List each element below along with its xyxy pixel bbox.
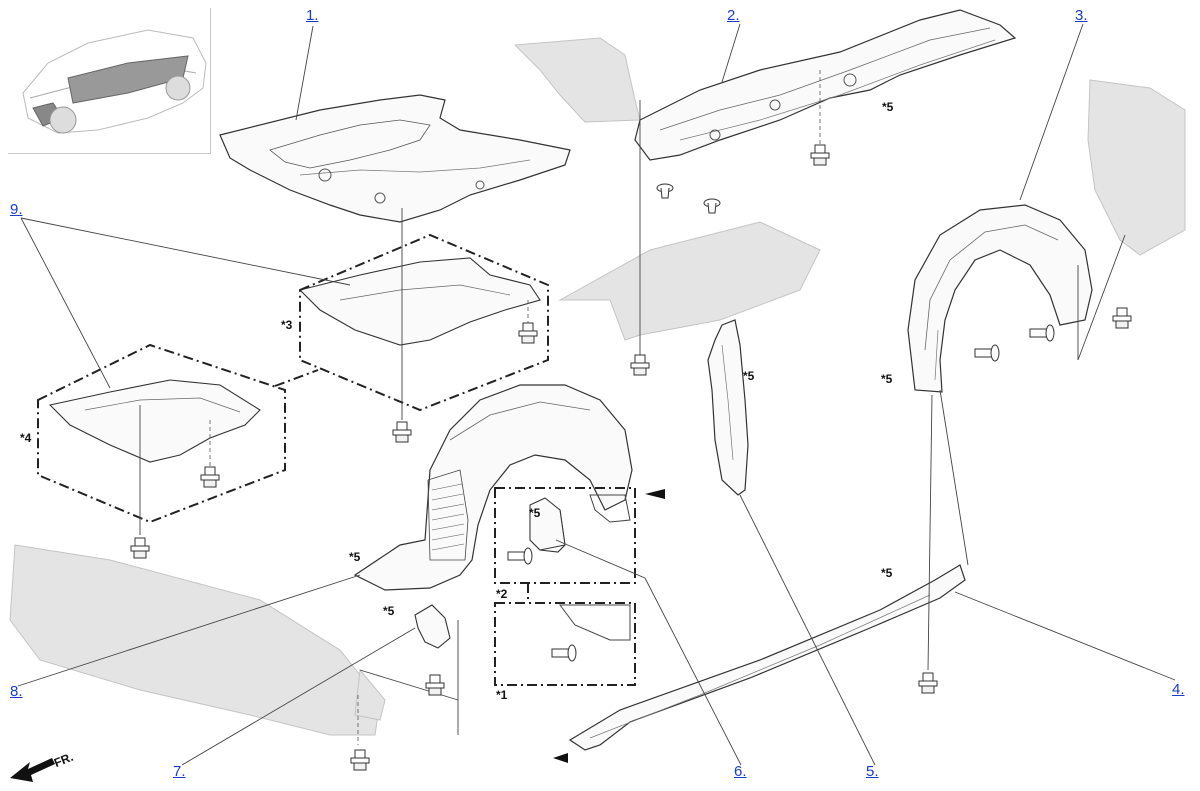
ghost-context	[9, 37, 1186, 736]
note-5: *5	[529, 506, 541, 520]
note-5: *5	[383, 604, 395, 618]
callout-3[interactable]: 3.	[1075, 7, 1088, 24]
bolt-icon	[630, 354, 650, 376]
bolt-icon	[130, 537, 150, 559]
note-5: *5	[349, 550, 361, 564]
screw-icon	[974, 344, 1000, 362]
inset-detail-1	[551, 604, 631, 662]
arrow-markers	[553, 489, 665, 763]
note-5: *5	[881, 566, 893, 580]
part-1-front-under-cover[interactable]	[219, 94, 571, 223]
clip-icon	[703, 198, 721, 214]
note-3: *3	[281, 318, 293, 332]
callout-6[interactable]: 6.	[734, 763, 747, 780]
screw-icon	[1029, 324, 1055, 342]
note-4: *4	[20, 431, 32, 445]
clip-icon	[656, 183, 674, 199]
bolt-icon	[392, 421, 412, 443]
part-3-rear-fender-liner[interactable]	[907, 204, 1093, 393]
part-4-side-sill-cover[interactable]	[568, 564, 966, 751]
bolt-icon	[200, 466, 220, 488]
callout-8[interactable]: 8.	[10, 683, 23, 700]
note-2: *2	[496, 587, 508, 601]
bolt-icon	[350, 749, 370, 771]
bolt-icon	[918, 672, 938, 694]
front-arrow-icon	[10, 758, 55, 782]
callout-1[interactable]: 1.	[306, 7, 319, 24]
part-9-engine-under-cover-b[interactable]	[48, 379, 261, 463]
dashed-alignment-lines	[209, 70, 821, 745]
callout-2[interactable]: 2.	[727, 7, 740, 24]
part-8-front-fender-liner[interactable]	[353, 384, 633, 591]
detail-boxes	[37, 233, 636, 686]
part-2-floor-under-cover[interactable]	[634, 9, 1017, 161]
bolt-icon	[1112, 307, 1132, 329]
part-9-engine-under-cover-a[interactable]	[298, 257, 541, 346]
bolt-icon	[518, 322, 538, 344]
callout-5[interactable]: 5.	[866, 763, 879, 780]
note-5: *5	[882, 100, 894, 114]
note-5: *5	[881, 372, 893, 386]
leader-lines	[17, 23, 1176, 766]
bolt-icon	[425, 674, 445, 696]
part-5-splash-guard[interactable]	[707, 319, 749, 496]
vehicle-locator-thumbnail	[8, 8, 211, 154]
bolt-icon	[810, 144, 830, 166]
inset-detail-2	[507, 494, 631, 565]
callout-7[interactable]: 7.	[173, 763, 186, 780]
callout-9[interactable]: 9.	[10, 201, 23, 218]
note-1: *1	[496, 688, 508, 702]
note-5: *5	[743, 369, 755, 383]
callout-4[interactable]: 4.	[1172, 681, 1185, 698]
part-7-small-bracket[interactable]	[414, 604, 451, 649]
